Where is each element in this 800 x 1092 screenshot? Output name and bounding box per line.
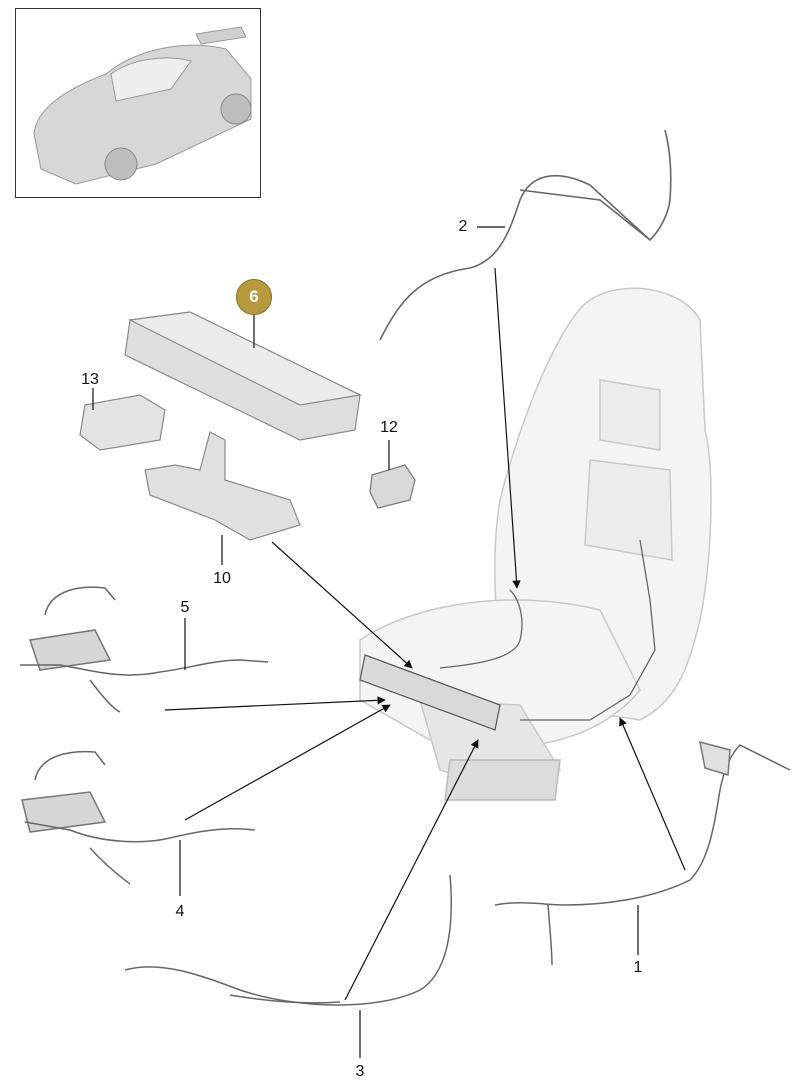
part-label-4[interactable]: 4 [175,903,185,920]
part-5-harness [20,586,269,713]
part-label-3[interactable]: 3 [355,1063,365,1080]
part-label-10[interactable]: 10 [213,570,231,587]
part-label-12[interactable]: 12 [380,419,398,436]
vehicle-thumbnail [15,8,261,198]
module-on-seat [359,654,501,731]
seat-harness-routing [439,539,656,721]
part-13-bracket [79,394,166,451]
part-label-2[interactable]: 2 [458,218,468,235]
leader-lines [92,226,686,1058]
part-6-control-module [124,311,362,441]
part-label-5[interactable]: 5 [180,599,190,616]
seat-illustration [359,287,712,801]
part-3-harness [124,874,452,1006]
part-label-6-highlighted[interactable]: 6 [236,279,272,315]
part-12-connector [369,464,416,509]
part-label-1[interactable]: 1 [633,959,643,976]
part-4-harness [21,750,256,885]
car-icon [33,26,252,185]
part-10-bracket [144,431,301,541]
part-1-harness [494,740,791,966]
part-2-harness [379,129,672,341]
part-label-13[interactable]: 13 [81,371,99,388]
